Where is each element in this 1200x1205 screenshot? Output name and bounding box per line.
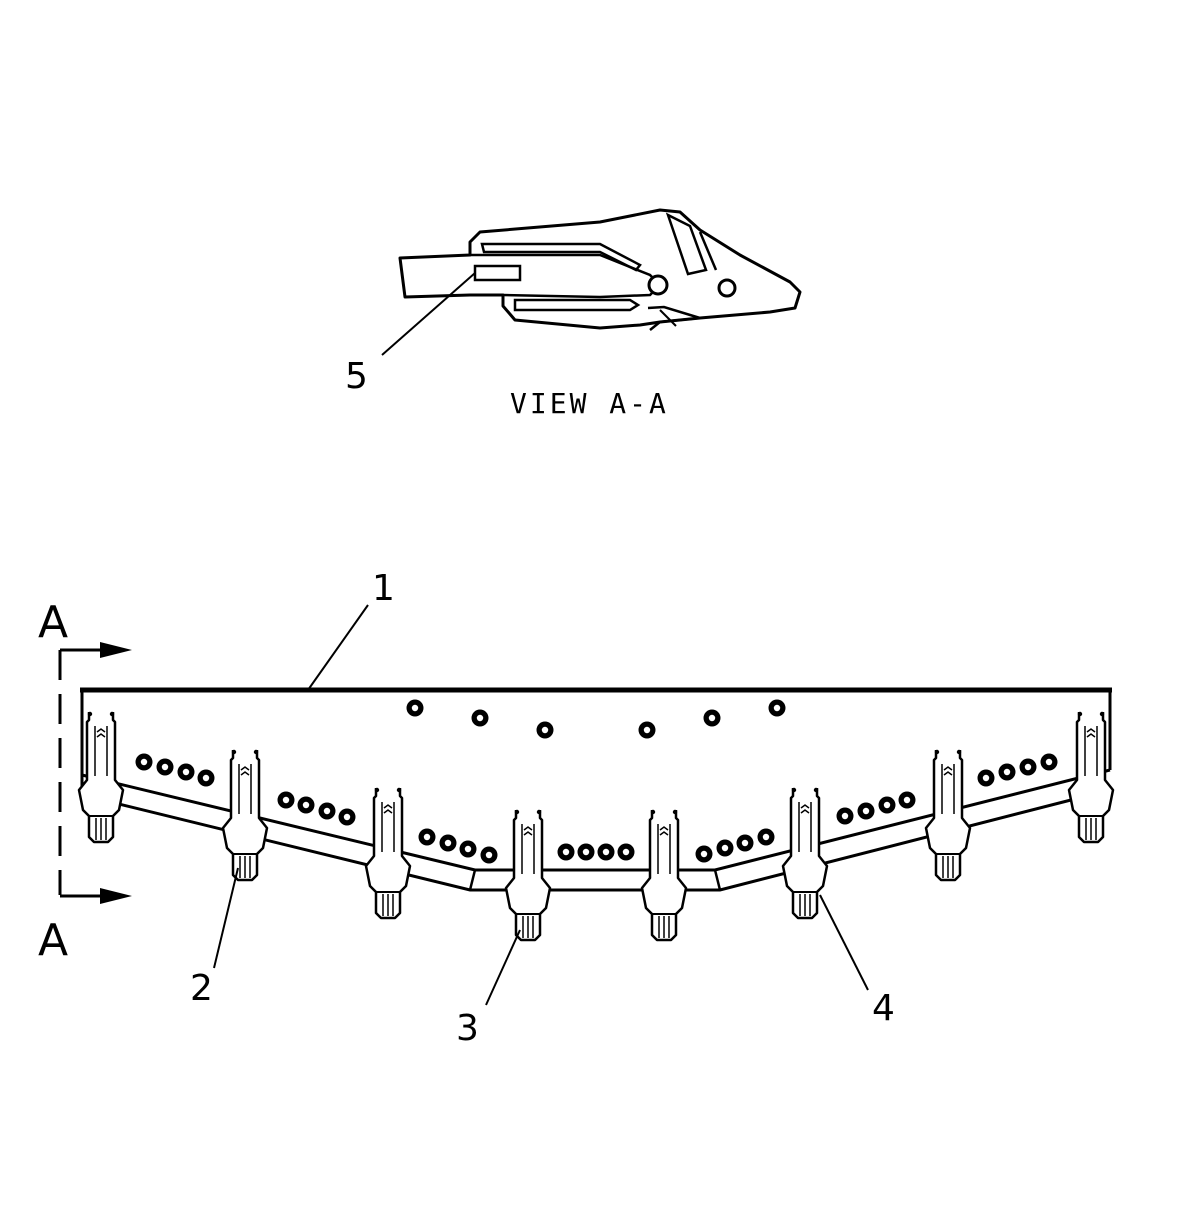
tooth	[781, 786, 829, 920]
bolt	[638, 721, 656, 739]
bolt	[536, 721, 554, 739]
section-view-a-a	[381, 208, 802, 356]
arrow-right-icon	[100, 888, 132, 904]
callout-2-leader	[213, 867, 239, 969]
bolt	[703, 709, 721, 727]
arrow-right-icon	[100, 642, 132, 658]
callout-1-leader	[307, 604, 369, 691]
callout-5-leader	[381, 272, 476, 356]
bolt	[406, 699, 424, 717]
callout-4-leader	[819, 894, 869, 991]
view-title: VIEW A-A	[510, 387, 669, 420]
tooth	[504, 808, 552, 942]
callout-5: 5	[345, 356, 368, 397]
section-mark-bottom: A	[38, 915, 68, 966]
section-mark-top: A	[38, 597, 68, 648]
shim-part	[473, 264, 522, 282]
bolt	[768, 699, 786, 717]
callout-3-leader	[485, 929, 521, 1006]
callout-2: 2	[190, 968, 213, 1009]
callout-3: 3	[456, 1008, 479, 1049]
cutting-edge-assembly	[77, 604, 1115, 1006]
tooth	[221, 748, 269, 882]
section-cut-line	[58, 642, 132, 904]
callout-1: 1	[372, 568, 395, 609]
tooth	[640, 808, 688, 942]
tooth	[1067, 710, 1115, 844]
bolt	[471, 709, 489, 727]
callout-4: 4	[872, 988, 895, 1029]
